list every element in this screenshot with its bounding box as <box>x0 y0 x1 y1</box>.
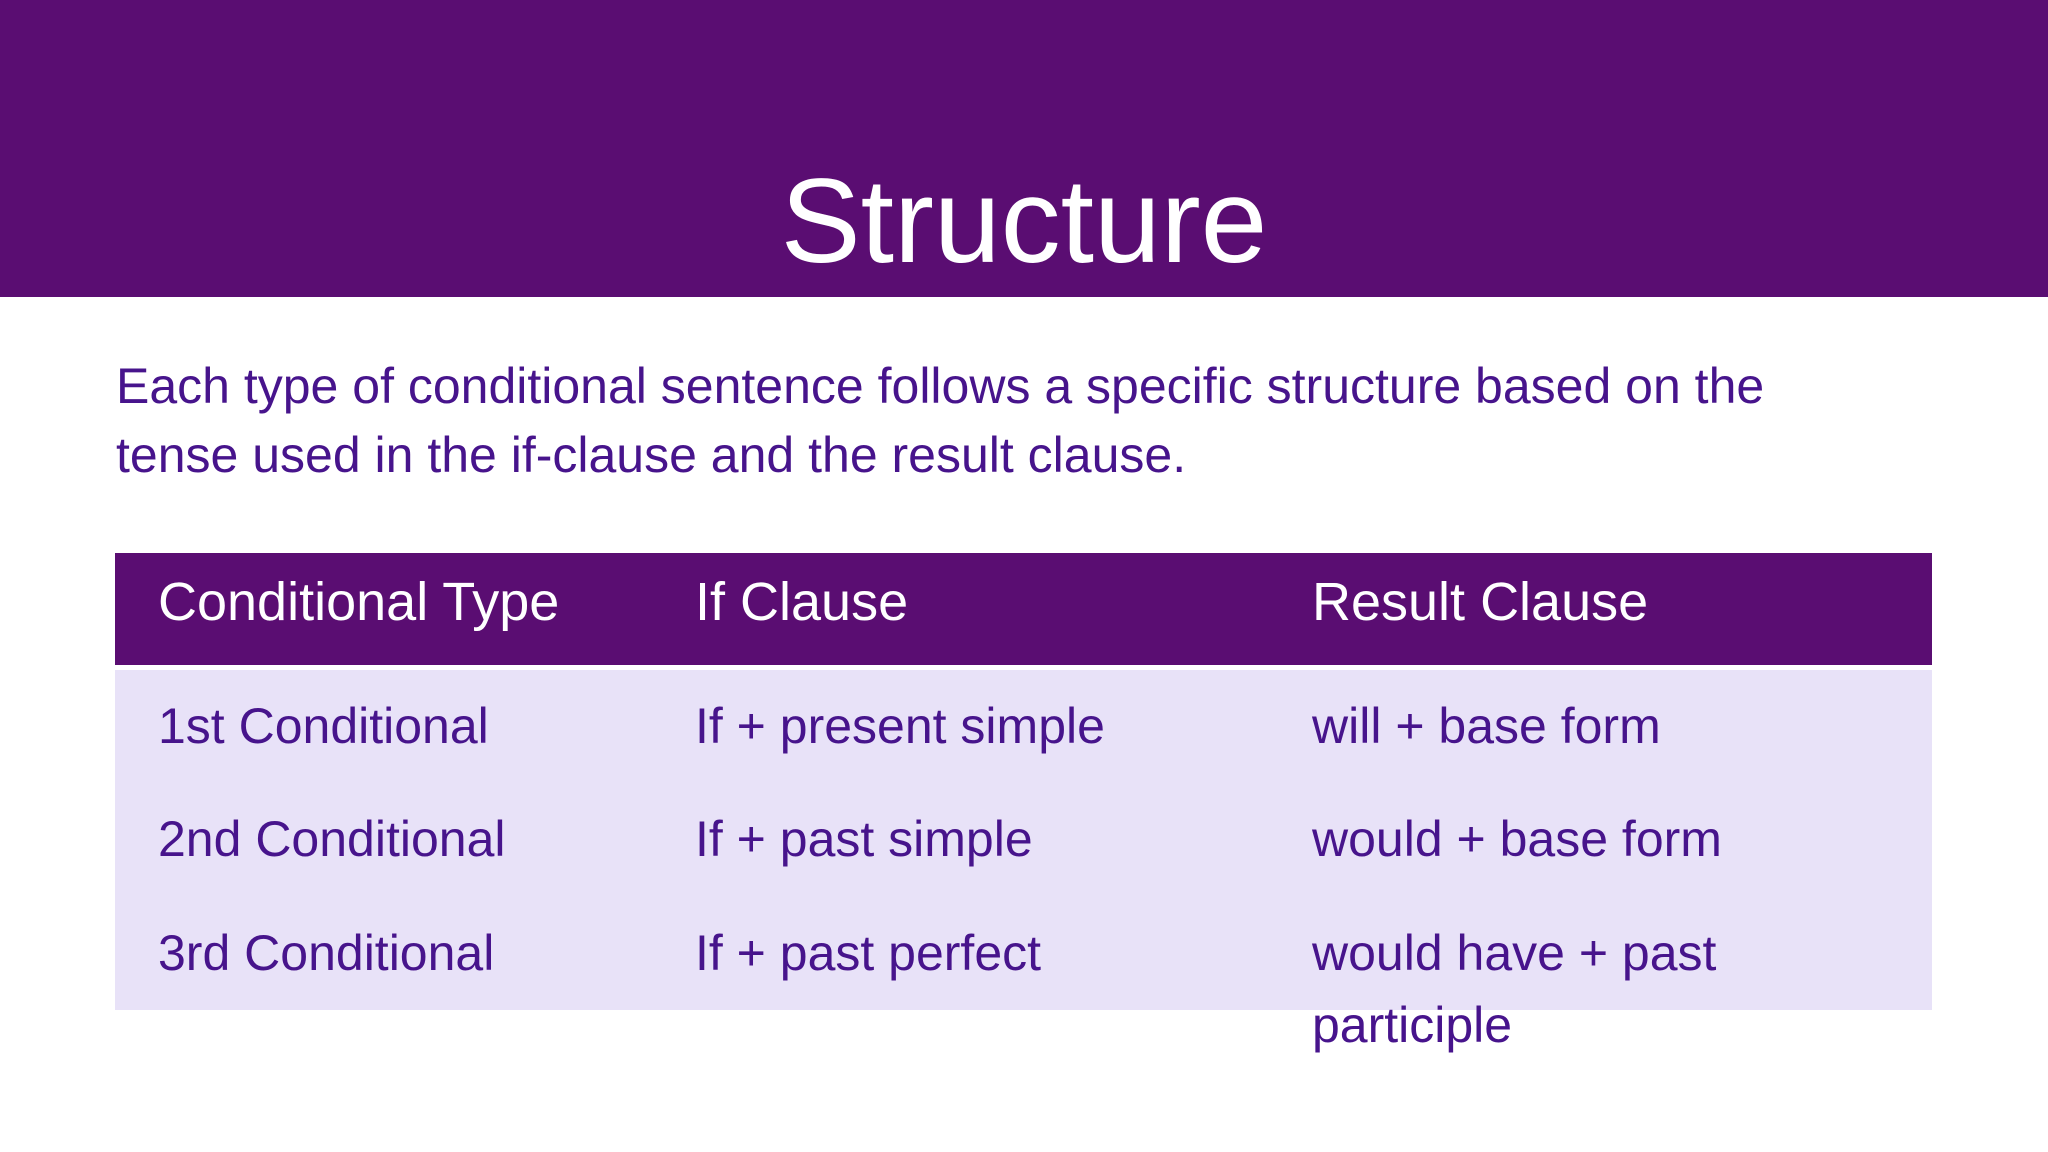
cell-if-clause: If + past simple <box>695 811 1033 868</box>
table-body: 1st Conditional If + present simple will… <box>115 670 1932 1053</box>
table-row-1st-conditional: 1st Conditional If + present simple will… <box>115 670 1932 783</box>
table-header-row: Conditional Type If Clause Result Clause <box>115 553 1932 665</box>
cell-if-clause: If + present simple <box>695 698 1105 754</box>
column-header-conditional-type: Conditional Type <box>158 572 560 632</box>
cell-result-clause: will + base form <box>1312 698 1661 754</box>
cell-result-clause: would have + past participle <box>1312 924 1717 1053</box>
intro-line-2: tense used in the if-clause and the resu… <box>116 427 1187 483</box>
table-row-2nd-conditional: 2nd Conditional If + past simple would +… <box>115 783 1932 896</box>
intro-line-1: Each type of conditional sentence follow… <box>116 358 1765 414</box>
cell-result-clause: would + base form <box>1312 811 1722 868</box>
cell-conditional-type: 3rd Conditional <box>158 924 495 981</box>
intro-paragraph: Each type of conditional sentence follow… <box>116 352 1764 490</box>
cell-conditional-type: 1st Conditional <box>158 698 489 754</box>
title-band: Structure <box>0 0 2048 297</box>
slide-title: Structure <box>780 154 1268 288</box>
cell-conditional-type: 2nd Conditional <box>158 811 506 868</box>
table-row-3rd-conditional: 3rd Conditional If + past perfect would … <box>115 897 1932 1053</box>
cell-if-clause: If + past perfect <box>695 924 1042 981</box>
structure-table: Conditional Type If Clause Result Clause… <box>115 553 1932 1053</box>
column-header-result-clause: Result Clause <box>1312 572 1649 632</box>
column-header-if-clause: If Clause <box>695 572 909 632</box>
